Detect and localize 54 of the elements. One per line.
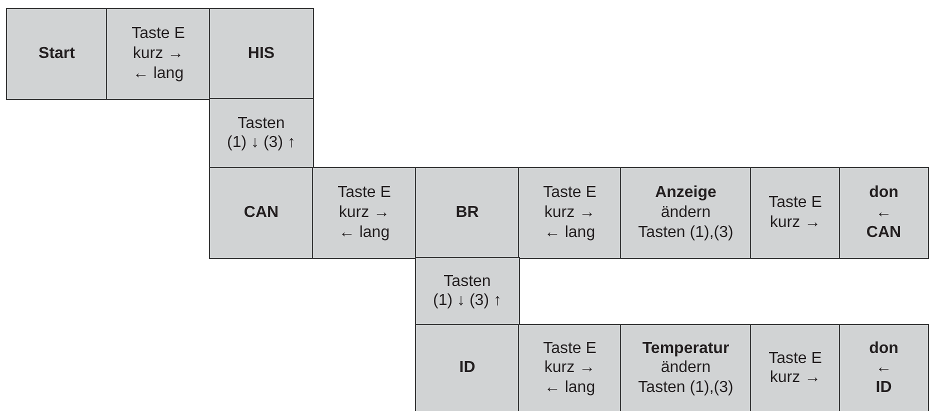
state-name: CAN (866, 222, 902, 242)
state-name: ← (876, 202, 892, 222)
action-text: Tasten (1),(3) (638, 378, 734, 398)
key-hint-text: Taste E (543, 183, 596, 203)
state-box (209, 167, 314, 258)
key-hint-box (209, 98, 314, 168)
key-hint-text: Tasten (238, 114, 285, 134)
key-hint-text: Taste E (543, 338, 596, 358)
key-hint-text: kurz → (544, 202, 596, 222)
state-box (839, 167, 928, 258)
key-hint-text: Tasten (444, 272, 491, 292)
state-name: Start (38, 44, 75, 64)
state-name: BR (456, 202, 479, 222)
key-hint-text: Taste E (132, 24, 185, 44)
key-hint-box (106, 8, 210, 100)
key-hint-text: Taste E (768, 193, 822, 213)
key-hint-text: Taste E (338, 183, 391, 203)
state-name: HIS (248, 44, 275, 64)
state-name: don (869, 183, 898, 203)
key-hint-text: kurz → (770, 212, 821, 232)
action-title: Anzeige (655, 183, 716, 203)
state-name: ID (876, 378, 892, 398)
action-text: Tasten (1),(3) (638, 222, 734, 242)
state-name: ← (876, 358, 892, 378)
key-hint-text: ← lang (544, 222, 596, 242)
key-hint-text: ← lang (338, 222, 390, 242)
key-hint-text: (1) ↓ (3) ↑ (227, 133, 296, 153)
key-hint-text: Taste E (768, 348, 822, 368)
key-hint-text: kurz → (770, 368, 821, 388)
key-hint-box (750, 167, 840, 258)
state-name: CAN (244, 202, 279, 222)
action-text: ändern (660, 358, 711, 378)
key-hint-text: kurz → (338, 202, 390, 222)
state-box (415, 167, 520, 258)
action-text: ändern (660, 202, 711, 222)
key-hint-text: kurz → (544, 358, 596, 378)
state-name: don (869, 338, 898, 358)
action-title: Temperatur (642, 338, 730, 358)
state-box (415, 324, 520, 411)
state-box (209, 8, 314, 100)
action-box (620, 324, 752, 411)
state-box (839, 324, 928, 411)
key-hint-box (518, 167, 622, 258)
state-box (6, 8, 108, 100)
key-hint-box (312, 167, 416, 258)
key-hint-text: (1) ↓ (3) ↑ (433, 291, 502, 311)
key-hint-text: ← lang (132, 64, 184, 84)
key-hint-box (415, 257, 520, 326)
key-hint-text: kurz → (132, 44, 184, 64)
action-box (620, 167, 752, 258)
key-hint-box (750, 324, 840, 411)
key-hint-text: ← lang (544, 378, 596, 398)
key-hint-box (518, 324, 622, 411)
state-name: ID (459, 358, 476, 378)
